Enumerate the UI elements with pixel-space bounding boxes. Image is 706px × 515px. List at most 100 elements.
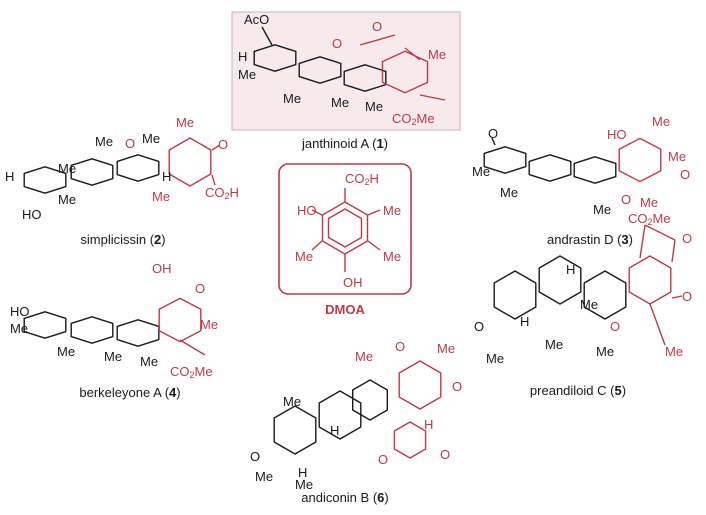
atom-me: Me — [295, 249, 314, 264]
bond — [404, 47, 421, 61]
atom-o: O — [680, 167, 691, 182]
bond — [211, 174, 216, 186]
atom-co2me: CO2Me — [392, 111, 435, 127]
ring-berkeleyone — [116, 319, 160, 347]
atom-me: Me — [104, 349, 123, 364]
atom-me: Me — [665, 344, 684, 359]
atom-me: Me — [57, 344, 76, 359]
atom-h: H — [330, 423, 340, 438]
atom-me: Me — [640, 195, 659, 210]
bond — [671, 295, 683, 299]
atom-h: H — [520, 314, 530, 329]
atom-aco: AcO — [244, 12, 270, 27]
bond — [311, 240, 323, 251]
atom-o: O — [682, 231, 693, 246]
atom-me: Me — [580, 297, 599, 312]
ring-janthinoid — [343, 64, 387, 92]
atom-me: Me — [383, 203, 402, 218]
bond — [367, 209, 381, 216]
atom-ho: HO — [10, 304, 30, 319]
ring-preandiloid — [583, 270, 627, 320]
atom-me: Me — [58, 192, 77, 207]
ring-simplicissin — [23, 166, 67, 194]
atom-me: Me — [140, 354, 159, 369]
caption-berkeleyone-a: berkeleyone A (4) — [79, 385, 181, 400]
ring-janthinoid — [253, 44, 297, 72]
atom-me: Me — [10, 321, 29, 336]
caption-dmoa: DMOA — [325, 302, 365, 317]
atom-ho: HO — [607, 127, 627, 142]
atom-me: Me — [383, 249, 402, 264]
caption-janthinoid-a: janthinoid A (1) — [301, 136, 389, 151]
ring-andrastin — [483, 146, 527, 174]
bond — [367, 240, 381, 251]
atom-o: O — [621, 192, 632, 207]
ring-simplicissin — [116, 154, 160, 182]
ring-berkeleyone — [23, 311, 67, 339]
atom-me: Me — [596, 344, 615, 359]
atom-o: O — [395, 339, 406, 354]
atom-o: O — [125, 136, 136, 151]
atom-h: H — [424, 417, 434, 432]
atom-co2h: CO2H — [345, 171, 379, 187]
ring-berkeleyone-red — [158, 297, 202, 343]
atom-me: Me — [545, 337, 564, 352]
atom-oh: OH — [343, 275, 363, 290]
atom-me: Me — [152, 189, 171, 204]
ring-andiconin-lactone — [393, 421, 427, 459]
atom-me: Me — [652, 114, 671, 129]
atom-h: H — [566, 262, 576, 277]
ring-preandiloid-red — [628, 255, 672, 305]
bond — [644, 224, 676, 241]
ring-janthinoid-red — [381, 50, 429, 94]
atom-o: O — [610, 319, 621, 334]
atom-me: Me — [500, 185, 519, 200]
caption-preandiloid-c: preandiloid C (5) — [529, 383, 627, 398]
atom-co2h: CO2H — [205, 185, 239, 201]
ring-andrastin — [573, 156, 617, 184]
atom-h: H — [238, 49, 248, 64]
caption-andrastin-d: andrastin D (3) — [546, 232, 634, 247]
atom-me: Me — [176, 115, 195, 130]
bond — [359, 34, 396, 46]
atom-o: O — [682, 289, 693, 304]
bond — [261, 26, 273, 46]
atom-o: O — [452, 379, 463, 394]
atom-me: Me — [331, 95, 350, 110]
atom-me: Me — [295, 477, 314, 492]
atom-me: Me — [238, 67, 257, 82]
atom-o: O — [218, 137, 229, 152]
bond — [491, 137, 496, 146]
atom-me: Me — [365, 99, 384, 114]
atom-oh: OH — [152, 261, 172, 276]
atom-me: Me — [668, 149, 687, 164]
atom-me: Me — [593, 202, 612, 217]
bond — [649, 303, 666, 346]
bond — [639, 224, 646, 259]
atom-h: H — [5, 169, 15, 184]
bond — [671, 239, 676, 263]
atom-me: Me — [355, 349, 374, 364]
atom-o: O — [378, 452, 389, 467]
atom-o: O — [332, 36, 343, 51]
atom-o: O — [474, 319, 485, 334]
atom-me: Me — [283, 91, 302, 106]
atom-o: O — [488, 126, 499, 141]
ring-simplicissin-red — [168, 137, 212, 187]
ring-andiconin-5 — [352, 379, 388, 421]
atom-me: Me — [428, 47, 447, 62]
ring-andiconin — [318, 390, 362, 440]
atom-me: Me — [472, 164, 491, 179]
ring-simplicissin — [70, 158, 114, 186]
atom-me: Me — [95, 134, 114, 149]
atom-o: O — [440, 447, 451, 462]
atom-me: Me — [283, 394, 302, 409]
ring-berkeleyone — [70, 316, 114, 344]
ring-andiconin — [273, 405, 317, 455]
atom-ho: HO — [22, 207, 42, 222]
ring-preandiloid — [538, 255, 582, 305]
caption-andiconin-b: andiconin B (6) — [301, 490, 389, 505]
atom-me: Me — [255, 469, 274, 484]
